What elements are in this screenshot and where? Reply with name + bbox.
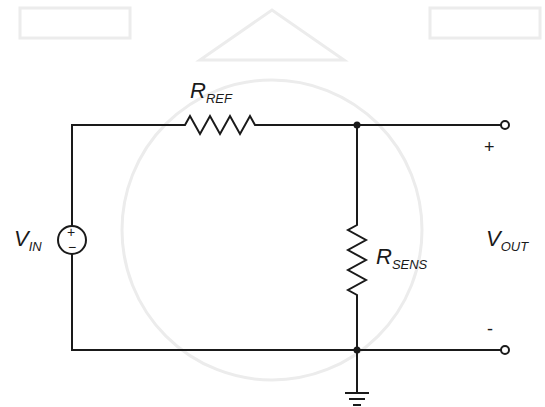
polarity-sign: −	[68, 239, 76, 255]
junction-dot	[354, 347, 361, 354]
polarity-sign: +	[67, 224, 75, 240]
component-label: VOUT	[486, 228, 528, 250]
polarity-sign: −	[68, 239, 76, 255]
symbol-subscript: OUT	[501, 239, 528, 254]
polarity-sign: -	[487, 320, 493, 338]
symbol-subscript: IN	[29, 239, 42, 254]
top-wire-with-rref	[72, 116, 501, 226]
ground-symbol	[345, 393, 369, 405]
component-label: RSENS	[376, 246, 427, 268]
junction-dot	[354, 122, 361, 129]
symbol-subscript: REF	[206, 91, 232, 106]
component-label: VIN	[14, 228, 42, 250]
symbol-letter: V	[486, 226, 501, 251]
watermark-emblem	[20, 8, 540, 380]
bottom-wire	[72, 254, 501, 350]
output-terminal	[501, 346, 509, 354]
symbol-letter: R	[376, 244, 392, 269]
polarity-sign: +	[484, 138, 495, 156]
symbol-letter: V	[14, 226, 29, 251]
component-label: RREF	[190, 80, 232, 102]
symbol-letter: R	[190, 78, 206, 103]
polarity-sign: +	[67, 224, 75, 240]
output-terminal	[501, 121, 509, 129]
symbol-subscript: SENS	[392, 257, 427, 272]
rsens-resistor-symbol	[348, 125, 366, 392]
polarity-sign: +	[484, 137, 495, 157]
polarity-sign: -	[487, 319, 493, 339]
